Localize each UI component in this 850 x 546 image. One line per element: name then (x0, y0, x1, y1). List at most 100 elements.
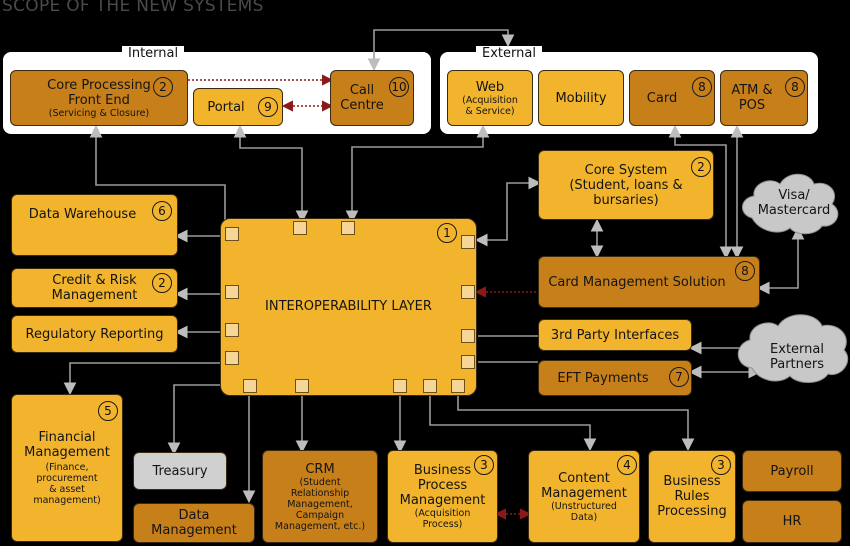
card-management-badge: 8 (735, 261, 755, 281)
wire-callcentre-external (367, 29, 515, 72)
regulatory-reporting-box[interactable]: Regulatory Reporting (11, 315, 178, 353)
credit-risk-label: Credit & Risk Management (51, 273, 138, 303)
visa-mastercard-cloud (742, 173, 839, 235)
data-management-label: Data Management (151, 508, 237, 538)
wire-financial-layer (63, 362, 232, 396)
port (451, 379, 465, 393)
port (293, 221, 307, 235)
wire-card-cardmgmt (668, 124, 733, 260)
wire-content-layer (429, 392, 597, 452)
port (461, 329, 475, 343)
port (295, 379, 309, 393)
treasury-label: Treasury (152, 463, 208, 479)
port (225, 323, 239, 337)
business-process-box[interactable]: Business Process Management (Acquisition… (387, 450, 498, 543)
port (225, 227, 239, 241)
wire-treasury-layer (167, 384, 232, 456)
business-process-badge: 3 (474, 455, 494, 475)
external-partners-label: External Partners (769, 342, 825, 372)
content-management-badge: 4 (617, 455, 637, 475)
data-warehouse-label: Data Warehouse (28, 207, 137, 222)
atm-pos-badge: 8 (785, 77, 805, 97)
financial-management-badge: 5 (98, 401, 118, 421)
wire-cardmgmt-visa (756, 226, 805, 295)
web-label: Web (475, 79, 505, 95)
atm-pos-box[interactable]: ATM & POS 8 (720, 70, 808, 126)
card-label: Card (646, 90, 678, 106)
data-warehouse-badge: 6 (152, 201, 172, 221)
port (423, 379, 437, 393)
crm-box[interactable]: CRM (Student Relationship Management, Ca… (262, 450, 378, 543)
treasury-box[interactable]: Treasury (133, 452, 227, 490)
business-rules-label: Business Rules Processing (657, 474, 727, 519)
core-processing-box[interactable]: Core Processing Front End (Servicing & C… (10, 70, 188, 126)
financial-management-box[interactable]: Financial Management (Finance, procureme… (11, 394, 123, 542)
regulatory-reporting-label: Regulatory Reporting (25, 326, 164, 342)
mobility-label: Mobility (555, 90, 607, 106)
web-sub: (Acquisition & Service) (462, 94, 518, 117)
web-box[interactable]: Web (Acquisition & Service) (447, 70, 533, 126)
atm-pos-label: ATM & POS (731, 83, 773, 113)
port (461, 285, 475, 299)
portal-box[interactable]: Portal 9 (193, 88, 283, 126)
card-management-box[interactable]: Card Management Solution 8 (538, 256, 760, 308)
port (243, 379, 257, 393)
third-party-box[interactable]: 3rd Party Interfaces (538, 319, 692, 351)
portal-label: Portal (207, 99, 245, 115)
visa-mastercard-label: Visa/ Mastercard (757, 188, 831, 218)
port (461, 355, 475, 369)
data-warehouse-box[interactable]: Data Warehouse 6 (11, 194, 178, 256)
interoperability-layer-label: INTEROPERABILITY LAYER (265, 299, 432, 314)
port (225, 351, 239, 365)
mobility-box[interactable]: Mobility (538, 70, 624, 126)
card-management-label: Card Management Solution (548, 274, 726, 290)
interoperability-layer-badge: 1 (437, 223, 457, 243)
crm-sub: (Student Relationship Management, Campai… (274, 476, 366, 532)
business-process-label: Business Process Management (399, 463, 486, 508)
portal-badge: 9 (258, 97, 278, 117)
crm-label: CRM (305, 461, 335, 477)
content-management-box[interactable]: Content Management (Unstructured Data) 4 (528, 450, 640, 543)
diagram-title: SCOPE OF THE NEW SYSTEMS (2, 0, 264, 16)
data-management-box[interactable]: Data Management (133, 503, 255, 543)
payroll-label: Payroll (770, 463, 814, 479)
hr-box[interactable]: HR (742, 500, 842, 543)
port (461, 235, 475, 249)
third-party-label: 3rd Party Interfaces (550, 327, 680, 343)
call-centre-label: Call Centre (340, 83, 384, 113)
core-processing-sub: (Servicing & Closure) (48, 107, 150, 119)
internal-group-label: Internal (122, 46, 185, 62)
content-management-sub: (Unstructured Data) (551, 500, 617, 523)
port (341, 221, 355, 235)
business-process-sub: (Acquisition Process) (414, 508, 471, 530)
core-processing-label: Core Processing Front End (47, 77, 151, 108)
wire-web-layer (345, 124, 490, 224)
external-partners-cloud (737, 314, 849, 383)
financial-management-label: Financial Management (24, 430, 110, 460)
wire-coreprocessing-layer (89, 124, 226, 225)
business-rules-badge: 3 (711, 455, 731, 475)
port (225, 285, 239, 299)
credit-risk-badge: 2 (152, 273, 172, 293)
eft-payments-label: EFT Payments (557, 370, 649, 386)
core-system-label: Core System (Student, loans & bursaries) (569, 162, 683, 208)
eft-payments-box[interactable]: EFT Payments 7 (538, 360, 692, 396)
port (393, 379, 407, 393)
core-system-badge: 2 (691, 157, 711, 177)
hr-label: HR (782, 514, 802, 529)
call-centre-box[interactable]: Call Centre 10 (330, 70, 414, 126)
interoperability-layer[interactable]: INTEROPERABILITY LAYER 1 (220, 218, 477, 396)
core-processing-badge: 2 (153, 77, 173, 97)
card-box[interactable]: Card 8 (629, 70, 715, 126)
wire-coresystem-layer (474, 176, 542, 247)
card-badge: 8 (692, 77, 712, 97)
business-rules-box[interactable]: Business Rules Processing 3 (648, 450, 736, 543)
eft-payments-badge: 7 (669, 367, 689, 387)
wire-rules-layer (457, 392, 695, 452)
wire-portal-layer (233, 124, 309, 224)
core-system-box[interactable]: Core System (Student, loans & bursaries)… (538, 150, 714, 220)
payroll-box[interactable]: Payroll (742, 450, 842, 492)
credit-risk-box[interactable]: Credit & Risk Management 2 (11, 268, 178, 308)
financial-management-sub: (Finance, procurement & asset management… (33, 462, 101, 506)
call-centre-badge: 10 (389, 77, 409, 97)
